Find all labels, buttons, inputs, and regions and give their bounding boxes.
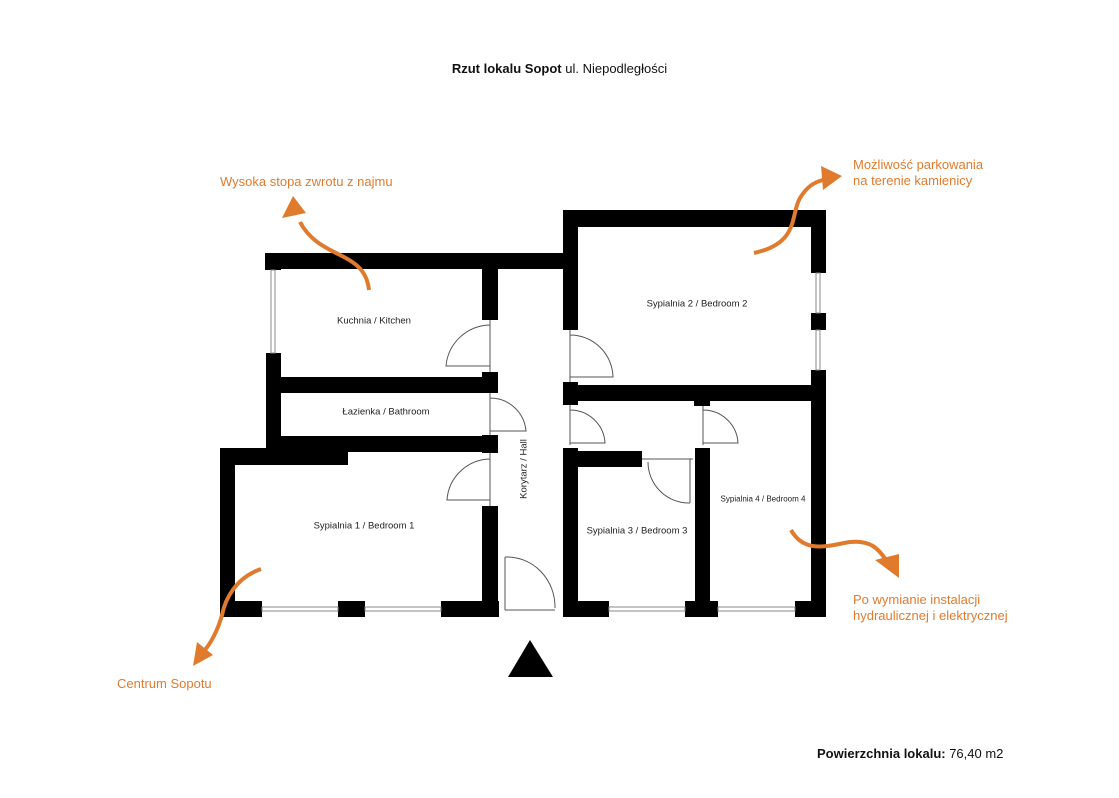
doors <box>445 320 739 611</box>
room-label-bedroom4: Sypialnia 4 / Bedroom 4 <box>720 494 806 504</box>
arrowhead-parking-icon <box>821 166 842 190</box>
room-label-bedroom3: Sypialnia 3 / Bedroom 3 <box>586 525 688 537</box>
room-label-hall: Korytarz / Hall <box>518 439 530 499</box>
arrow-parking-icon <box>753 177 827 255</box>
note-parking-line1: Możliwość parkowania <box>853 157 984 172</box>
note-center: Centrum Sopotu <box>117 676 212 691</box>
note-install-line1: Po wymianie instalacji <box>853 592 981 607</box>
room-label-bathroom: Łazienka / Bathroom <box>342 406 430 418</box>
arrows <box>201 177 888 654</box>
room-label-kitchen: Kuchnia / Kitchen <box>337 315 411 327</box>
room-label-bedroom2: Sypialnia 2 / Bedroom 2 <box>646 298 748 310</box>
area-value: 76,40 m2 <box>945 746 1004 761</box>
note-parking: Możliwość parkowania na terenie kamienic… <box>853 157 983 189</box>
arrowhead-install-icon <box>875 554 899 578</box>
arrow-yield-icon <box>298 221 371 291</box>
arrowhead-yield-icon <box>282 196 306 218</box>
note-install-line2: hydraulicznej i elektrycznej <box>853 608 1008 623</box>
page-title: Rzut lokalu Sopot ul. Niepodległości <box>451 61 668 76</box>
area-label: Powierzchnia lokalu: <box>817 746 946 761</box>
windows <box>261 269 821 612</box>
note-parking-line2: na terenie kamienicy <box>853 173 973 188</box>
arrow-center-icon <box>201 567 262 654</box>
north-arrow-icon <box>508 640 553 677</box>
walls <box>220 210 826 617</box>
area-summary: Powierzchnia lokalu: 76,40 m2 <box>817 746 1003 761</box>
note-install: Po wymianie instalacji hydraulicznej i e… <box>853 592 1008 624</box>
note-yield: Wysoka stopa zwrotu z najmu <box>220 174 393 189</box>
room-label-bedroom1: Sypialnia 1 / Bedroom 1 <box>313 520 415 532</box>
arrow-install-icon <box>789 528 888 562</box>
arrowhead-center-icon <box>193 642 213 666</box>
